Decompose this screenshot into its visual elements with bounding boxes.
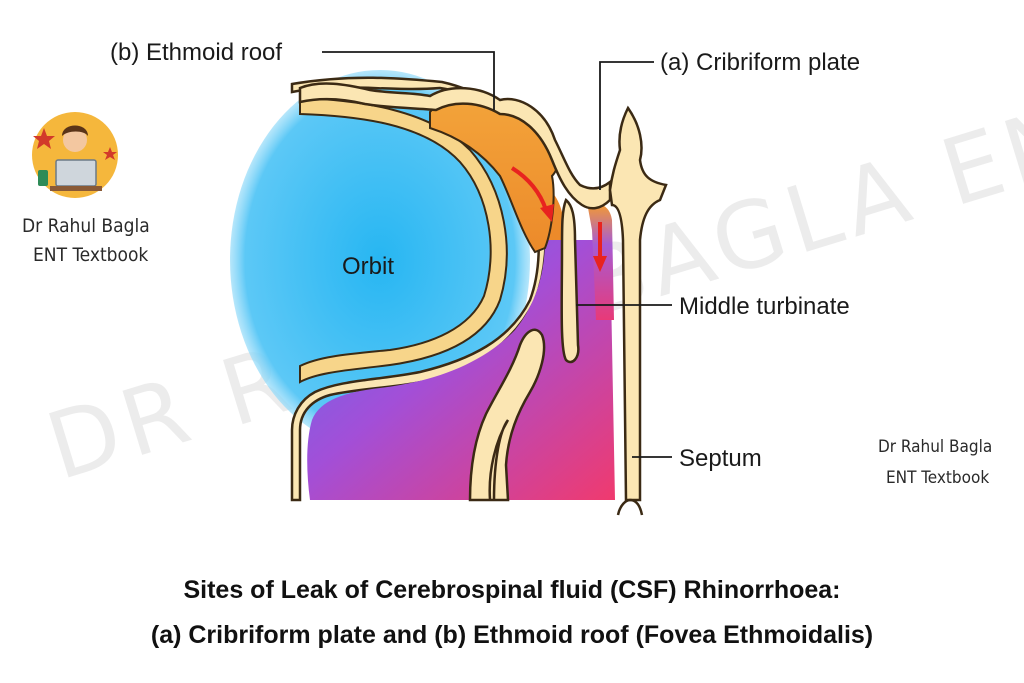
book-name-right: ENT Textbook (886, 468, 989, 488)
caption-line-2: (a) Cribriform plate and (b) Ethmoid roo… (150, 621, 874, 649)
red-arrow-icon (593, 256, 607, 272)
ethmoid-roof-bone (298, 82, 612, 210)
middle-turbinate (560, 197, 580, 364)
cribriform-plate-label: (a) Cribriform plate (660, 49, 860, 76)
doctor-avatar-icon (32, 112, 118, 198)
red-arrow-icon (540, 204, 554, 222)
inferior-turbinate (468, 328, 546, 502)
red-arrow-icon (510, 166, 548, 211)
author-name-left: Dr Rahul Bagla (22, 215, 150, 237)
orbit-label: Orbit (342, 253, 394, 280)
ethmoid-roof-label: (b) Ethmoid roof (110, 39, 282, 66)
nasal-cavity (307, 240, 615, 500)
septum-label: Septum (679, 445, 762, 472)
lamina-papyracea (299, 96, 508, 384)
cribriform-plate-leader (599, 61, 654, 190)
middle-turbinate-label: Middle turbinate (679, 293, 850, 320)
ethmoid-roof-leader (322, 51, 495, 110)
book-name-left: ENT Textbook (33, 244, 148, 266)
septum-base (616, 498, 644, 516)
orbit-region (230, 70, 530, 450)
caption-line-1: Sites of Leak of Cerebrospinal fluid (CS… (183, 576, 841, 604)
author-name-right: Dr Rahul Bagla (878, 437, 992, 457)
